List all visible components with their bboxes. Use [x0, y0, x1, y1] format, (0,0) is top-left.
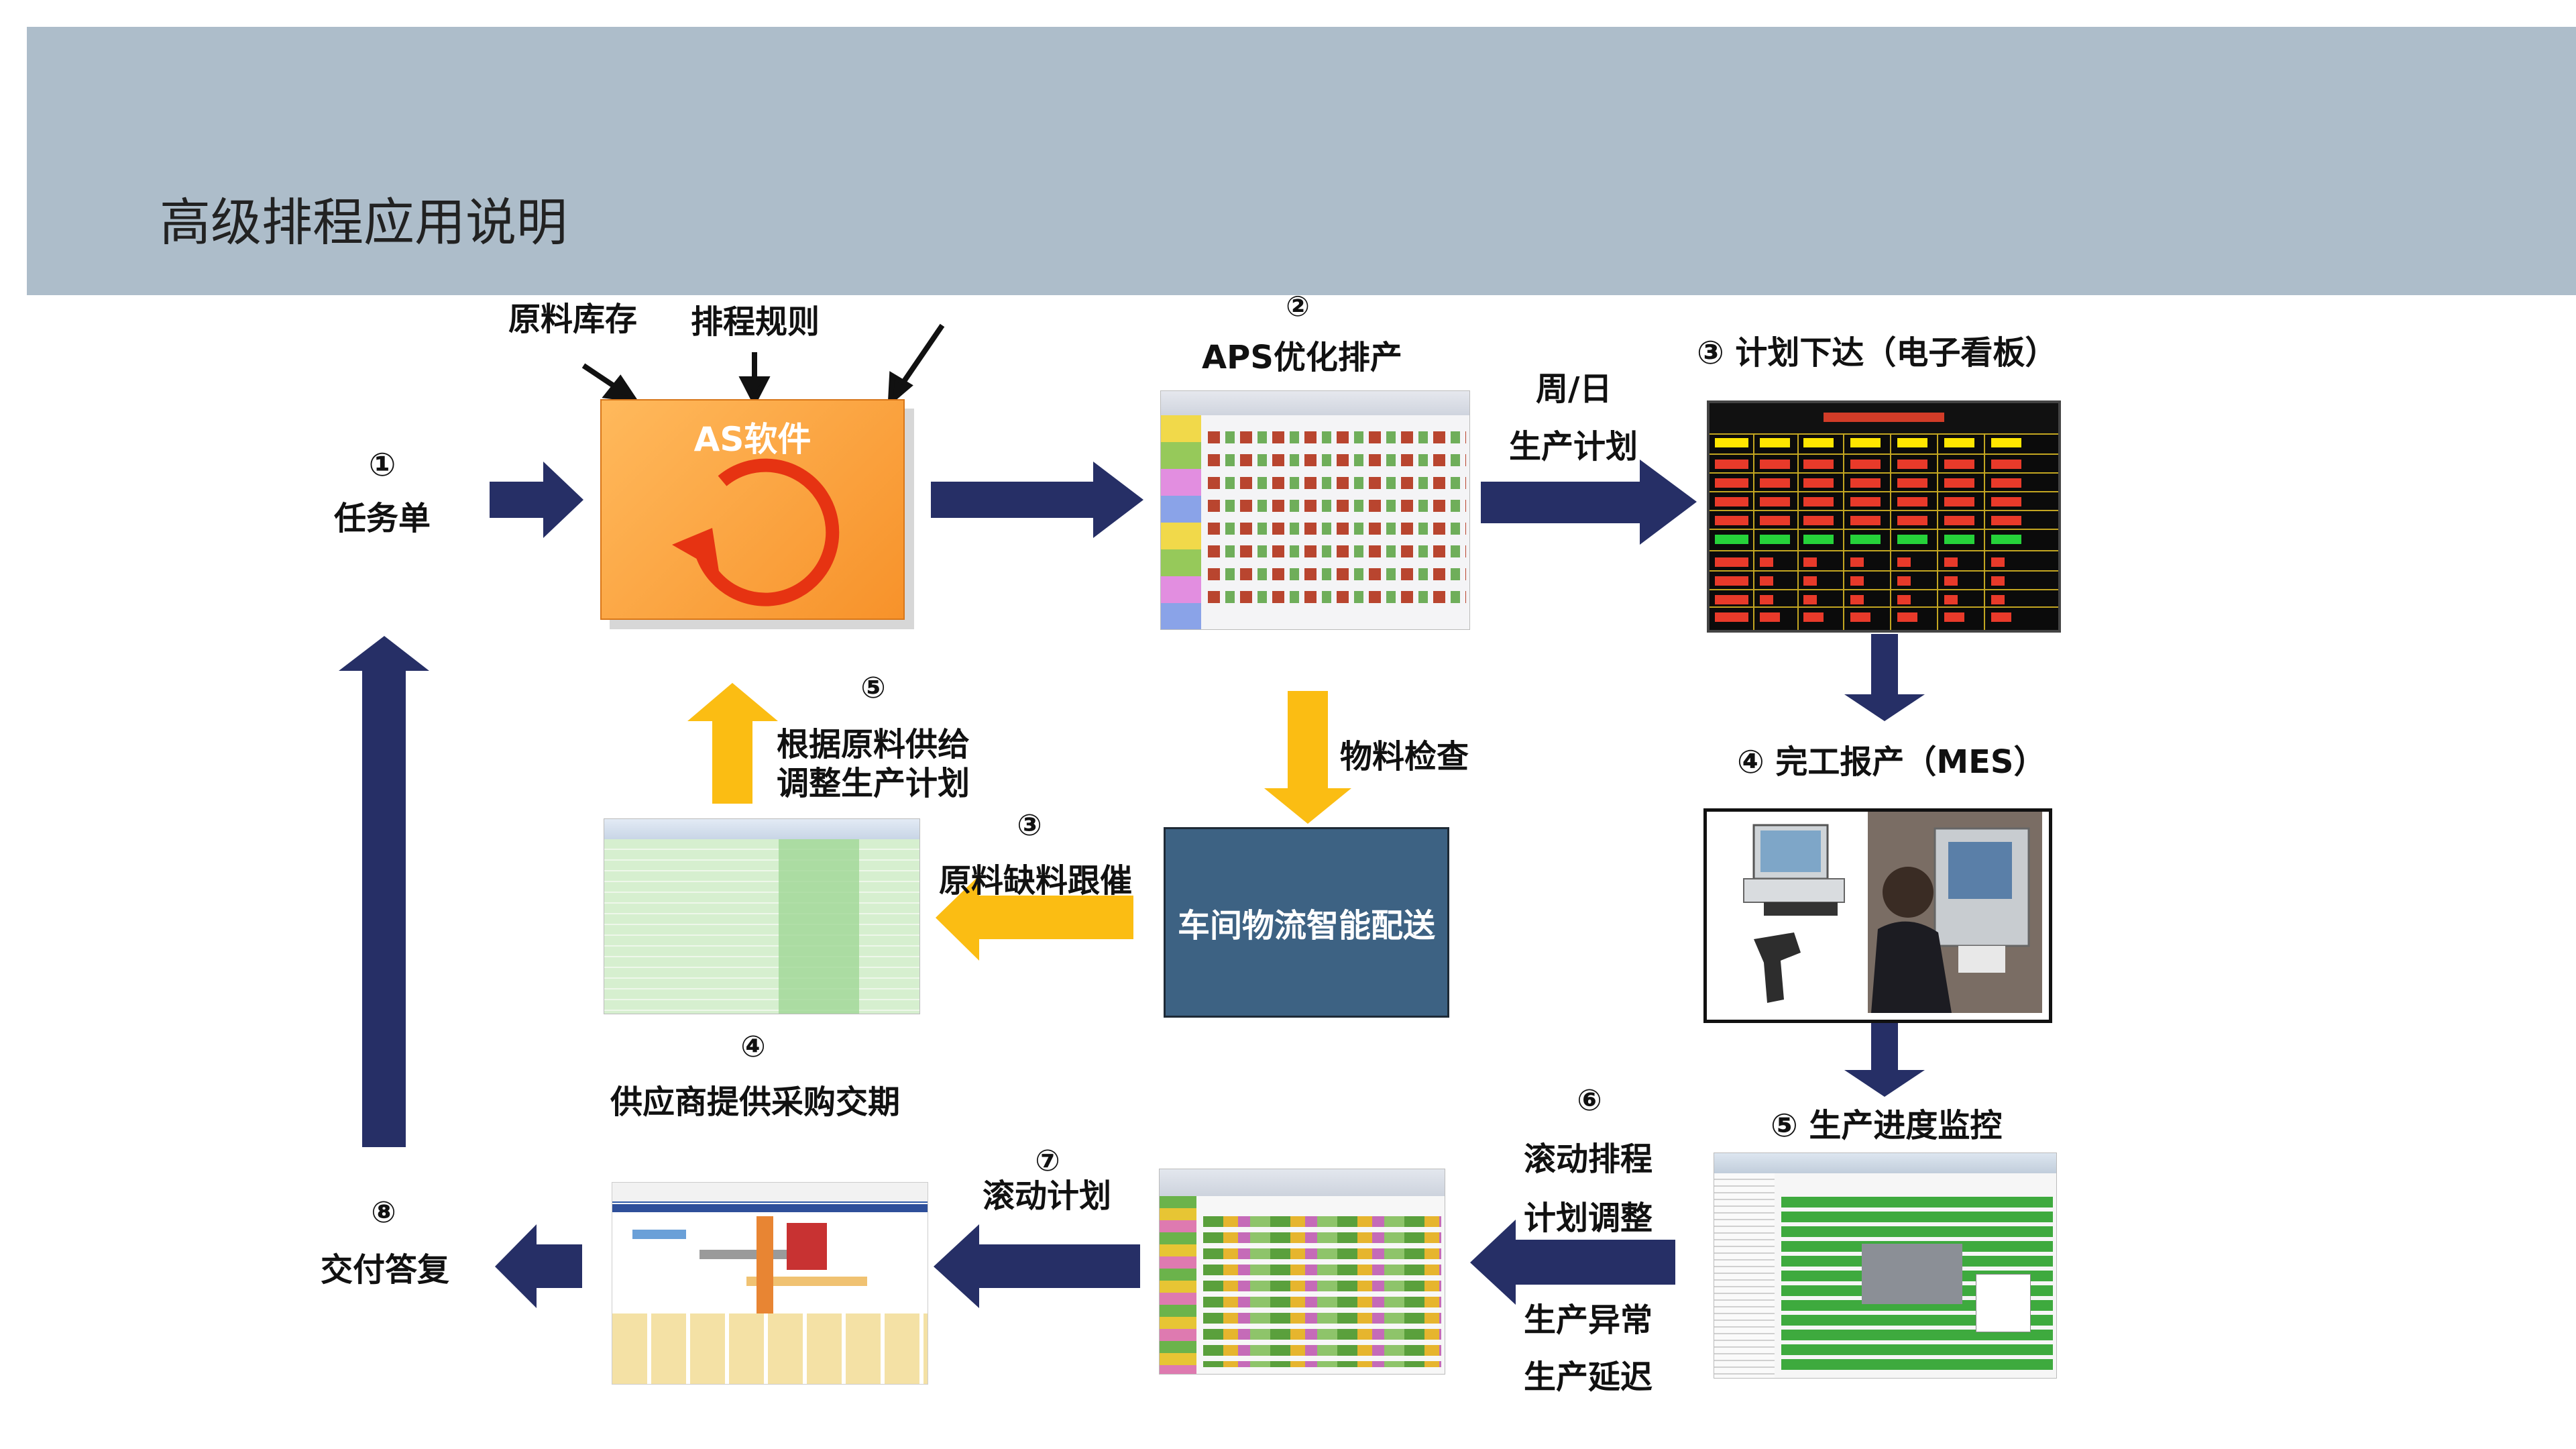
- rolling-plan-label: 滚动计划: [983, 1177, 1112, 1215]
- cycle-icon: [672, 458, 840, 606]
- logistics-box: 车间物流智能配送: [1164, 827, 1449, 1018]
- arrow-gantt-to-delivery: [495, 1224, 582, 1308]
- feedback-number: ⑤: [860, 671, 886, 705]
- delivery-number: ⑧: [371, 1195, 396, 1230]
- feedback-line1: 根据原料供给: [777, 726, 970, 763]
- arrow-delivery-to-task: [339, 636, 429, 1147]
- arrow-mes-to-monitor: [1844, 1023, 1925, 1097]
- step1-number: ①: [368, 446, 396, 484]
- header-band: [27, 27, 2576, 295]
- label-raw-stock: 原料库存: [508, 301, 638, 338]
- arrow-board-to-mes: [1844, 634, 1925, 721]
- rolling-line2: 计划调整: [1524, 1199, 1653, 1237]
- delivery-label: 交付答复: [321, 1251, 450, 1289]
- step3-label: ③ 计划下达（电子看板）: [1697, 334, 2058, 372]
- label-week-day: 周/日: [1536, 370, 1612, 408]
- step2-number: ②: [1286, 290, 1310, 323]
- as-software-title: AS软件: [693, 420, 811, 459]
- step1-label: 任务单: [334, 500, 431, 537]
- board-grid: [1710, 413, 2058, 630]
- material-table-screenshot: [604, 818, 920, 1014]
- feedback-line2: 调整生产计划: [777, 765, 970, 802]
- step2-label: APS优化排产: [1202, 339, 1402, 376]
- arrow-rolling-to-gantt: [934, 1224, 1140, 1308]
- exception-line1: 生产异常: [1524, 1301, 1653, 1339]
- as-software-box: AS软件: [600, 399, 905, 620]
- rolling-line1: 滚动排程: [1524, 1140, 1653, 1178]
- electronic-board: [1707, 400, 2061, 633]
- label-production-plan: 生产计划: [1509, 428, 1638, 466]
- rolling-plan-number: ⑦: [1035, 1144, 1060, 1178]
- step4-label: ④ 完工报产（MES）: [1737, 743, 2046, 781]
- supplier-label: 供应商提供采购交期: [610, 1083, 901, 1121]
- arrow-feedback-up: [687, 683, 778, 804]
- mes-photo-graphic: [1707, 812, 2042, 1013]
- logistics-label: 车间物流智能配送: [1177, 907, 1435, 945]
- arrow-task-to-as: [490, 462, 583, 538]
- label-schedule-rules: 排程规则: [691, 303, 820, 341]
- label-material-check: 物料检查: [1340, 738, 1469, 775]
- arrow-aps-to-board: [1481, 460, 1697, 545]
- weekly-gantt-screenshot: [612, 1182, 928, 1385]
- step5-label: ⑤ 生产进度监控: [1771, 1107, 2003, 1144]
- supplier-number: ④: [740, 1030, 766, 1064]
- shortage-label: 原料缺料跟催: [939, 862, 1133, 900]
- mes-terminal-photo: [1703, 808, 2052, 1023]
- arrow-as-to-aps: [931, 462, 1143, 538]
- rolling-schedule-screenshot: [1159, 1169, 1445, 1375]
- arrow-monitor-to-rolling: [1470, 1220, 1675, 1305]
- progress-monitor-screenshot: [1714, 1152, 2057, 1379]
- rolling-number: ⑥: [1577, 1083, 1602, 1118]
- aps-schedule-screenshot: [1160, 390, 1470, 630]
- input-pointers: [581, 323, 945, 408]
- shortage-number: ③: [1017, 808, 1042, 843]
- arrow-material-check: [1264, 691, 1351, 824]
- arrow-shortage: [936, 875, 1133, 961]
- exception-line2: 生产延迟: [1524, 1358, 1653, 1396]
- page-title: 高级排程应用说明: [160, 193, 567, 252]
